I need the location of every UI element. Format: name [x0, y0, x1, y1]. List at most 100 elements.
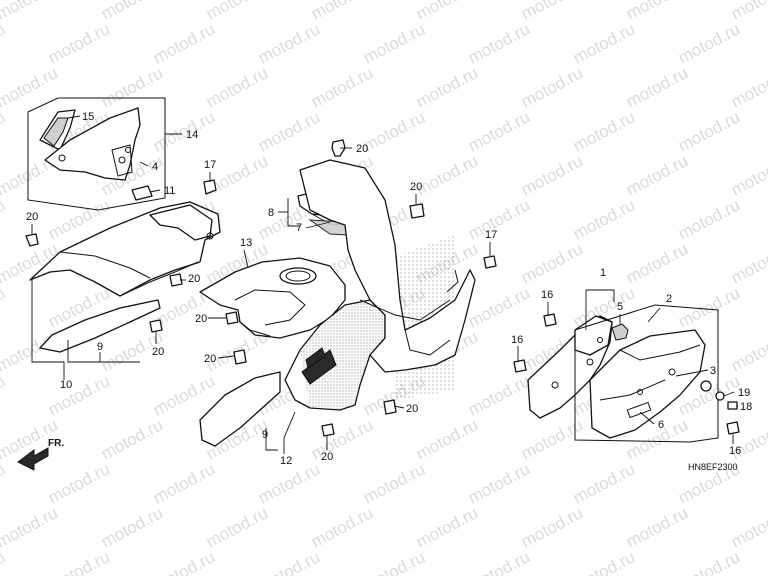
- callout-label: 1: [600, 267, 606, 279]
- callout-label: 16: [541, 289, 553, 301]
- watermark-text: motod.ru: [570, 19, 638, 67]
- callout-label: 18: [740, 401, 752, 413]
- part-2-cover: [574, 304, 719, 443]
- watermark-text: motod.ru: [675, 195, 743, 243]
- watermark-text: motod.ru: [203, 503, 271, 551]
- leader-line: [243, 249, 249, 269]
- watermark-text: motod.ru: [465, 107, 533, 155]
- bolt-20-top: [331, 139, 346, 157]
- watermark-text: motod.ru: [728, 327, 768, 375]
- watermark-text: motod.ru: [728, 63, 768, 111]
- watermark-text: motod.ru: [203, 0, 271, 24]
- leader-line: [639, 411, 655, 425]
- callout-label: 9: [97, 341, 103, 353]
- watermark-text: motod.ru: [623, 239, 691, 287]
- part-12-center-cover: [284, 299, 386, 411]
- watermark-text: motod.ru: [0, 107, 8, 155]
- fasteners: [25, 139, 740, 437]
- callout-label: 20: [195, 313, 207, 325]
- callout-label: 16: [729, 445, 741, 457]
- watermark-text: motod.ru: [570, 459, 638, 507]
- leader-line: [67, 340, 101, 363]
- leader-line: [217, 355, 235, 359]
- watermark-text: motod.ru: [465, 547, 533, 576]
- watermark-text: motod.ru: [98, 63, 166, 111]
- watermark-text: motod.ru: [518, 0, 586, 24]
- watermark-text: motod.ru: [0, 63, 61, 111]
- watermark-text: motod.ru: [150, 547, 218, 576]
- bolt-20-d: [225, 311, 239, 325]
- part-9-strip-center: [199, 371, 281, 447]
- watermark-text: motod.ru: [308, 63, 376, 111]
- leader-line: [283, 411, 296, 454]
- watermark-text: motod.ru: [413, 0, 481, 24]
- part-10-side-cover: [29, 201, 221, 297]
- watermark-text: motod.ru: [360, 459, 428, 507]
- watermark-text: motod.ru: [308, 415, 376, 463]
- watermark-text: motod.ru: [518, 239, 586, 287]
- watermark-text: motod.ru: [255, 107, 323, 155]
- watermark-text: motod.ru: [360, 19, 428, 67]
- part-1-bracket: [527, 315, 613, 419]
- callout-label: 11: [164, 185, 175, 197]
- watermark-text: motod.ru: [518, 415, 586, 463]
- watermark-text: motod.ru: [413, 503, 481, 551]
- watermark-text: motod.ru: [255, 547, 323, 576]
- watermark-text: motod.ru: [623, 503, 691, 551]
- callout-label: 3: [710, 365, 716, 377]
- bolt-20-f: [409, 203, 425, 219]
- callout-label: 20: [26, 211, 38, 223]
- callout-label: 4: [152, 161, 158, 173]
- bolt-20-e: [233, 349, 247, 365]
- watermark-text: motod.ru: [45, 459, 113, 507]
- watermark-text: motod.ru: [45, 547, 113, 576]
- leader-line: [67, 115, 81, 119]
- watermark-text: motod.ru: [465, 283, 533, 331]
- callout-label: 5: [617, 301, 623, 313]
- callout-label: 20: [188, 273, 200, 285]
- leader-line: [723, 391, 735, 397]
- watermark-text: motod.ru: [0, 19, 8, 67]
- leader-line: [265, 428, 278, 451]
- bolt-17-a: [203, 179, 217, 195]
- watermark-text: motod.ru: [675, 19, 743, 67]
- watermark-text: motod.ru: [203, 63, 271, 111]
- watermark-text: motod.ru: [0, 459, 8, 507]
- callout-label: 16: [511, 334, 523, 346]
- bolt-16-c: [726, 421, 740, 435]
- watermark-text: motod.ru: [98, 0, 166, 24]
- watermark-text: motod.ru: [413, 415, 481, 463]
- front-label: FR.: [48, 438, 64, 449]
- watermark-text: motod.ru: [0, 503, 61, 551]
- watermark-text: motod.ru: [413, 63, 481, 111]
- watermark-text: motod.ru: [465, 19, 533, 67]
- front-arrow: FR.: [17, 438, 64, 471]
- watermark-text: motod.ru: [308, 0, 376, 24]
- bolt-20-c: [149, 319, 163, 333]
- callout-label: 12: [280, 455, 292, 467]
- watermark-text: motod.ru: [465, 195, 533, 243]
- bolt-16-b: [513, 359, 527, 373]
- leader-line: [305, 221, 331, 229]
- watermark-text: motod.ru: [518, 503, 586, 551]
- leader-line: [287, 198, 300, 227]
- diagram-code: HN8EF2300: [688, 462, 738, 472]
- watermark-text: motod.ru: [150, 19, 218, 67]
- watermark-text: motod.ru: [0, 547, 8, 576]
- inset-box-14: [27, 97, 166, 211]
- leader-line: [31, 280, 65, 380]
- watermark-text: motod.ru: [255, 19, 323, 67]
- watermark-text: motod.ru: [308, 503, 376, 551]
- watermark-text: motod.ru: [728, 239, 768, 287]
- leader-line: [139, 161, 149, 167]
- bolt-20-a: [25, 233, 39, 247]
- callout-label: 9: [262, 429, 268, 441]
- watermark-text: motod.ru: [518, 151, 586, 199]
- watermark-text: motod.ru: [623, 63, 691, 111]
- callout-labels: 1234567899101112131415161616171718192020…: [26, 111, 752, 467]
- watermark-text: motod.ru: [728, 503, 768, 551]
- part-5-nut: [611, 323, 629, 341]
- watermark-text: motod.ru: [413, 151, 481, 199]
- watermark-text: motod.ru: [675, 547, 743, 576]
